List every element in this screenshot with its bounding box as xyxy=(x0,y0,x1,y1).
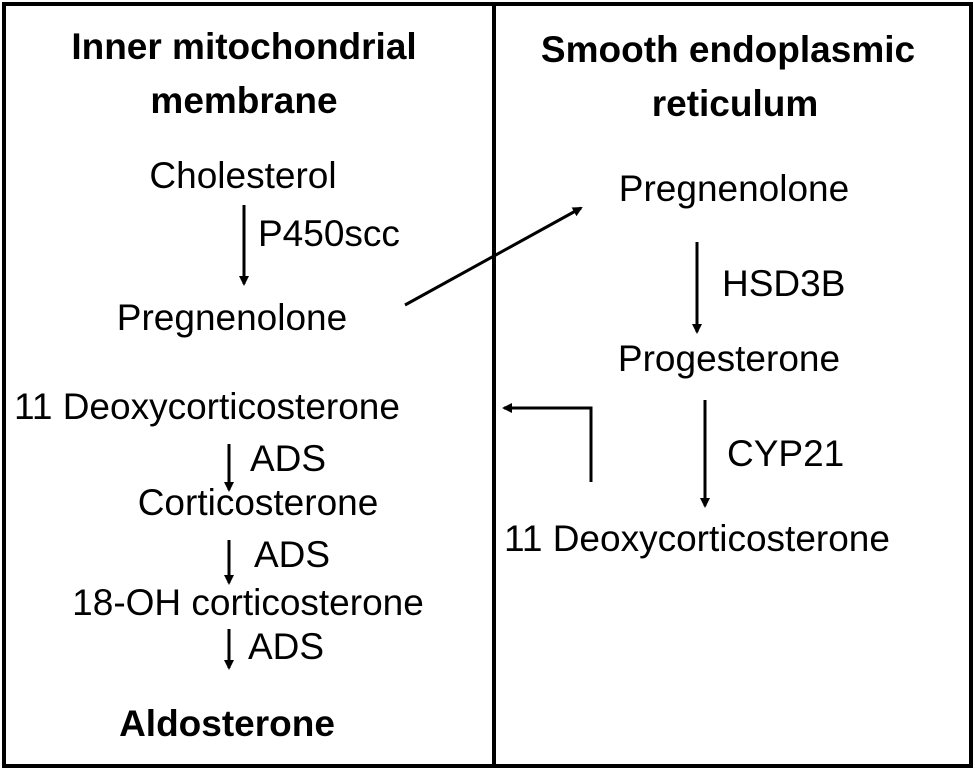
cholesterol-label: Cholesterol xyxy=(149,155,337,196)
ads-enzyme-label-3: ADS xyxy=(248,626,325,667)
hsd3b-enzyme-label: HSD3B xyxy=(722,263,846,304)
right-panel-title-line1: Smooth endoplasmic xyxy=(540,29,916,70)
right-panel-title-line2: reticulum xyxy=(651,83,819,124)
ads-enzyme-label-1: ADS xyxy=(250,438,327,479)
arrow-doc-return-to-mitochondria xyxy=(502,403,593,482)
left-pregnenolone-label: Pregnenolone xyxy=(116,297,348,338)
left-panel-title-line1: Inner mitochondrial xyxy=(71,26,417,67)
corticosterone-label: Corticosterone xyxy=(137,482,379,523)
left-deoxycorticosterone-label: 11 Deoxycorticosterone xyxy=(14,386,400,427)
left-panel-title-line2: membrane xyxy=(150,80,338,121)
right-deoxycorticosterone-label: 11 Deoxycorticosterone xyxy=(504,518,890,559)
progesterone-label: Progesterone xyxy=(617,338,841,379)
ads-enzyme-label-2: ADS xyxy=(254,534,331,575)
aldosterone-label: Aldosterone xyxy=(119,703,335,744)
arrow-pregnenolone-to-er xyxy=(404,206,583,307)
right-pregnenolone-label: Pregnenolone xyxy=(618,168,850,209)
hydroxy-corticosterone-label: 18-OH corticosterone xyxy=(72,582,424,623)
cyp21-enzyme-label: CYP21 xyxy=(727,433,845,474)
p450scc-enzyme-label: P450scc xyxy=(258,213,400,254)
